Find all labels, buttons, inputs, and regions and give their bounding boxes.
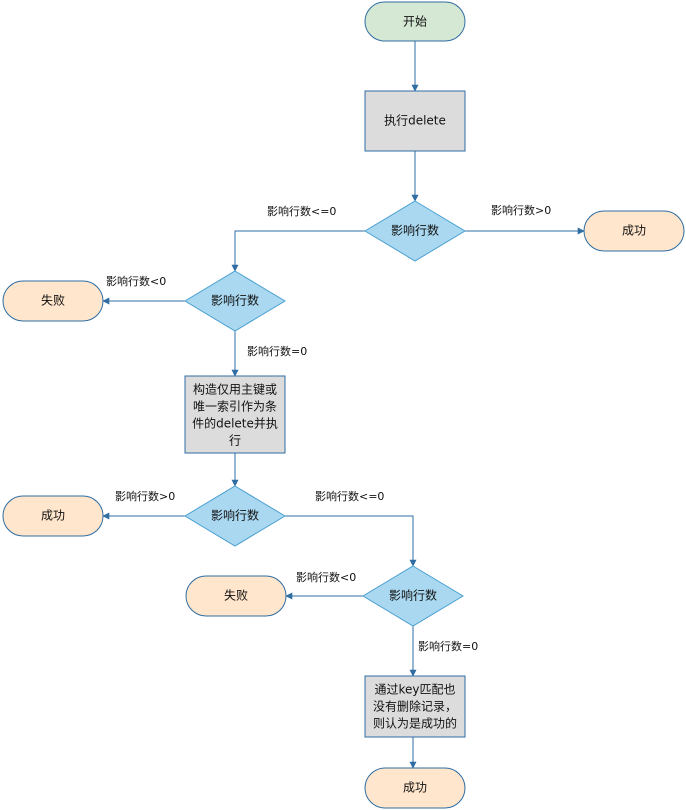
- success-3-label: 成功: [403, 781, 427, 795]
- decision-3-node: 影响行数: [184, 485, 286, 547]
- key-match-line-2: 没有删除记录，: [373, 699, 457, 714]
- decision-1-label: 影响行数: [391, 223, 439, 238]
- decision-4-node: 影响行数: [362, 565, 464, 627]
- decision-2-shape: [184, 270, 286, 332]
- success-2-label: 成功: [41, 509, 65, 523]
- decision-1-shape: [364, 200, 466, 262]
- decision-3-label: 影响行数: [211, 508, 259, 523]
- rebuild-delete-line-1: 构造仅用主键或: [193, 382, 277, 397]
- edge-label-d2-lt0: 影响行数<0: [106, 275, 166, 288]
- start-node: 开始: [364, 1, 466, 42]
- edge-label-d3-gt0: 影响行数>0: [115, 490, 175, 503]
- fail-1-node: 失败: [2, 280, 104, 322]
- edge-label-d4-lt0: 影响行数<0: [296, 571, 356, 584]
- decision-1-node: 影响行数: [364, 200, 466, 262]
- fail-1-label: 失败: [41, 293, 65, 308]
- edge-decision1-to-decision2: [231, 230, 365, 272]
- decision-4-label: 影响行数: [389, 588, 437, 603]
- success-3-shape: [364, 767, 466, 809]
- decision-3-shape: [184, 485, 286, 547]
- success-3-node: 成功: [364, 767, 466, 809]
- decision-2-node: 影响行数: [184, 270, 286, 332]
- success-1-shape: [583, 210, 685, 252]
- decision-2-label: 影响行数: [211, 293, 259, 308]
- decision-4-shape: [362, 565, 464, 627]
- key-match-node: 通过key匹配也 没有删除记录， 则认为是成功的: [364, 675, 466, 738]
- rebuild-delete-shape: [184, 375, 286, 454]
- edge-label-d1-gt0: 影响行数>0: [491, 204, 551, 217]
- exec-delete-shape: [364, 90, 466, 152]
- fail-2-shape: [185, 575, 287, 617]
- edge-label-d3-le0: 影响行数<=0: [315, 490, 384, 503]
- edge-label-d2-eq0: 影响行数=0: [247, 345, 307, 358]
- rebuild-delete-line-3: 件的delete并执: [192, 416, 278, 431]
- key-match-shape: [364, 675, 466, 738]
- key-match-line-1: 通过key匹配也: [374, 683, 455, 697]
- key-match-line-3: 则认为是成功的: [373, 716, 457, 731]
- edge-label-d1-le0: 影响行数<=0: [267, 205, 336, 218]
- exec-delete-node: 执行delete: [364, 90, 466, 152]
- success-1-node: 成功: [583, 210, 685, 252]
- rebuild-delete-node: 构造仅用主键或 唯一索引作为条 件的delete并执 行: [184, 375, 286, 454]
- exec-delete-label: 执行delete: [384, 114, 446, 128]
- edge-label-d4-eq0: 影响行数=0: [418, 640, 478, 653]
- success-2-node: 成功: [2, 495, 104, 537]
- fail-2-node: 失败: [185, 575, 287, 617]
- fail-2-label: 失败: [224, 588, 248, 603]
- rebuild-delete-line-2: 唯一索引作为条: [193, 400, 277, 414]
- rebuild-delete-line-4: 行: [229, 434, 241, 448]
- start-label: 开始: [403, 15, 427, 29]
- success-1-label: 成功: [622, 224, 646, 238]
- edge-decision3-to-decision4: [285, 515, 417, 567]
- start-shape: [364, 1, 466, 42]
- fail-1-shape: [2, 280, 104, 322]
- success-2-shape: [2, 495, 104, 537]
